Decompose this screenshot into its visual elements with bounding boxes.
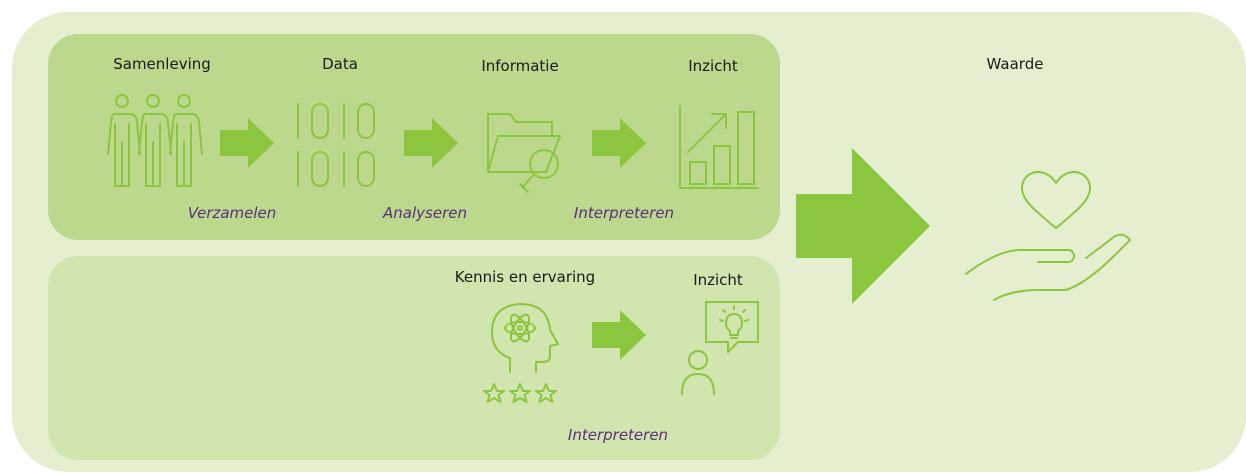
folder-search-icon: [487, 113, 561, 193]
large-arrow-icon: [796, 148, 930, 304]
action-interpreteren: Interpreteren: [573, 204, 675, 222]
stage-label-data: Data: [322, 55, 358, 73]
stage-label-inzicht-bottom: Inzicht: [693, 271, 743, 289]
heart-hand-icon: [965, 171, 1131, 301]
stage-label-samenleving: Samenleving: [113, 55, 211, 73]
head-atom-stars-icon: [483, 303, 559, 403]
knowledge-flow-panel: [48, 256, 780, 460]
person-lightbulb-icon: [681, 301, 759, 395]
stage-label-inzicht: Inzicht: [688, 57, 738, 75]
action-analyseren: Analyseren: [383, 204, 467, 222]
stage-label-informatie: Informatie: [481, 57, 559, 75]
arrow-icon: [220, 118, 274, 168]
bar-chart-growth-icon: [679, 105, 759, 189]
action-interpreteren-bottom: Interpreteren: [567, 426, 669, 444]
arrow-icon: [592, 118, 646, 168]
arrow-icon: [404, 118, 458, 168]
action-verzamelen: Verzamelen: [187, 204, 277, 222]
result-label-waarde: Waarde: [986, 55, 1044, 73]
arrow-icon: [592, 310, 646, 360]
stage-label-kennis-en-ervaring: Kennis en ervaring: [454, 268, 596, 286]
people-icon: [107, 94, 203, 187]
binary-data-icon: [297, 103, 375, 187]
